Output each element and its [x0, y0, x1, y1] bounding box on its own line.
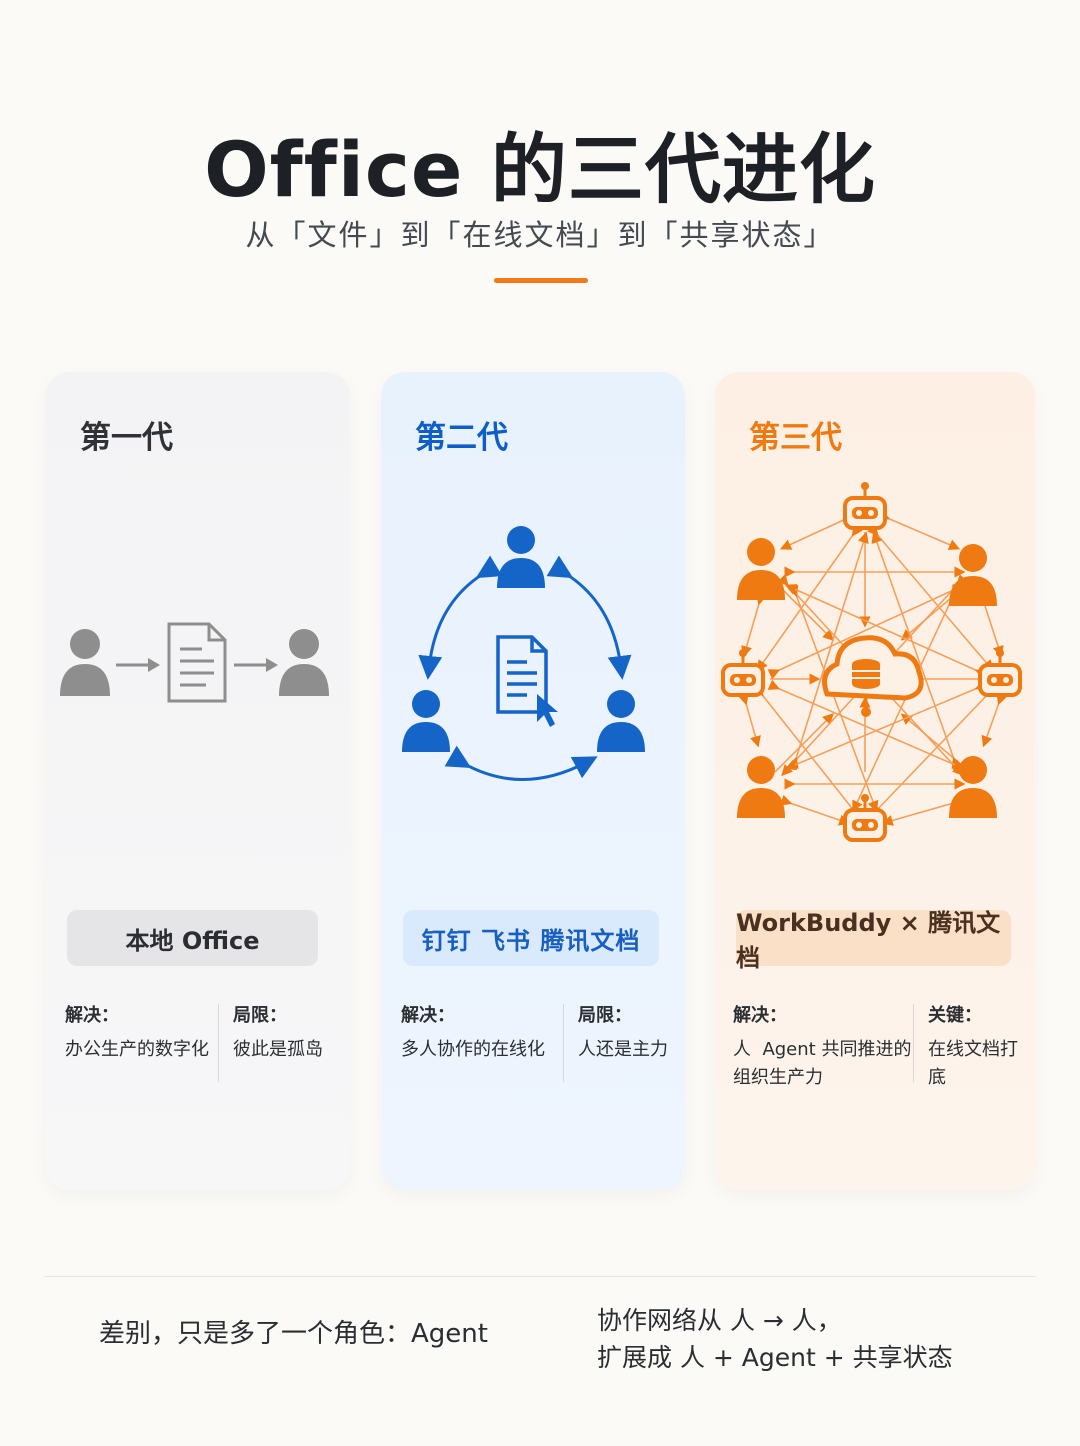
person-icon: [737, 538, 785, 600]
cycle-arrows-icon: [418, 555, 632, 781]
solve-text: 多人协作的在线化: [401, 1039, 545, 1060]
cloud-database-icon: [822, 635, 924, 717]
person-icon: [949, 756, 997, 818]
solve-text-line1: 人 Agent 共同推进的: [733, 1039, 912, 1060]
card-title: 第三代: [749, 420, 842, 456]
product-pill: 钉钉 飞书 腾讯文档: [403, 910, 659, 966]
info-divider: [218, 1004, 219, 1082]
page-title: Office 的三代进化: [204, 125, 876, 214]
limit-label: 局限：: [578, 1005, 632, 1026]
card-gen-1: 第一代 本地 Office 解决： 办公生产的数字化: [46, 372, 350, 1190]
robot-icon: [721, 649, 765, 697]
limit-label: 局限：: [233, 1005, 287, 1026]
solve-block: 解决： 办公生产的数字化: [65, 1002, 209, 1064]
card-title: 第二代: [415, 420, 508, 456]
key-block: 关键： 在线文档打底: [928, 1002, 1035, 1092]
solve-label: 解决：: [401, 1005, 455, 1026]
gen2-illustration: [402, 526, 645, 781]
product-pill: 本地 Office: [67, 910, 318, 966]
solve-block: 解决： 多人协作的在线化: [401, 1002, 545, 1064]
product-pill: WorkBuddy × 腾讯文档: [736, 909, 1011, 972]
page-subtitle: 从「文件」到「在线文档」到「共享状态」: [245, 218, 835, 252]
footer-summary: 差别，只是多了一个角色：Agent: [99, 1319, 488, 1349]
person-icon: [497, 526, 545, 588]
person-icon: [279, 629, 329, 696]
card-title: 第一代: [80, 420, 173, 456]
limit-block: 局限： 彼此是孤岛: [233, 1002, 323, 1064]
person-icon: [949, 544, 997, 606]
robot-icon: [843, 482, 887, 530]
key-text: 在线文档打底: [928, 1039, 1018, 1088]
cursor-icon: [537, 694, 558, 727]
footer-note-line1: 协作网络从 人 → 人，: [597, 1306, 842, 1335]
solve-label: 解决：: [65, 1005, 119, 1026]
robot-icon: [843, 794, 887, 842]
person-icon: [737, 756, 785, 818]
arrow-right-icon: [234, 658, 278, 672]
robot-icon: [978, 649, 1022, 697]
solve-label: 解决：: [733, 1005, 787, 1026]
document-icon: [167, 622, 227, 703]
person-icon: [402, 690, 450, 752]
card-gen-2: 第二代: [381, 372, 685, 1190]
person-icon: [597, 690, 645, 752]
online-document-icon: [496, 635, 548, 714]
info-divider: [913, 1004, 914, 1082]
accent-divider: [494, 278, 588, 283]
footer-note-line2: 扩展成 人 + Agent + 共享状态: [597, 1343, 953, 1372]
gen3-illustration: [721, 482, 1022, 842]
solve-block: 解决： 人 Agent 共同推进的 组织生产力: [733, 1002, 911, 1092]
solve-text-line2: 组织生产力: [733, 1067, 823, 1088]
network-arrows-icon: [738, 509, 1008, 826]
arrow-right-icon: [116, 658, 160, 672]
person-icon: [60, 629, 110, 696]
info-divider: [563, 1004, 564, 1082]
limit-text: 彼此是孤岛: [233, 1039, 323, 1060]
solve-text: 办公生产的数字化: [65, 1039, 209, 1060]
limit-text: 人还是主力: [578, 1039, 668, 1060]
footer-divider: [44, 1276, 1036, 1277]
card-gen-3: 第三代: [715, 372, 1035, 1190]
key-label: 关键：: [928, 1005, 982, 1026]
gen1-illustration: [60, 622, 329, 703]
limit-block: 局限： 人还是主力: [578, 1002, 668, 1064]
footer-network-note: 协作网络从 人 → 人， 扩展成 人 + Agent + 共享状态: [597, 1302, 953, 1376]
